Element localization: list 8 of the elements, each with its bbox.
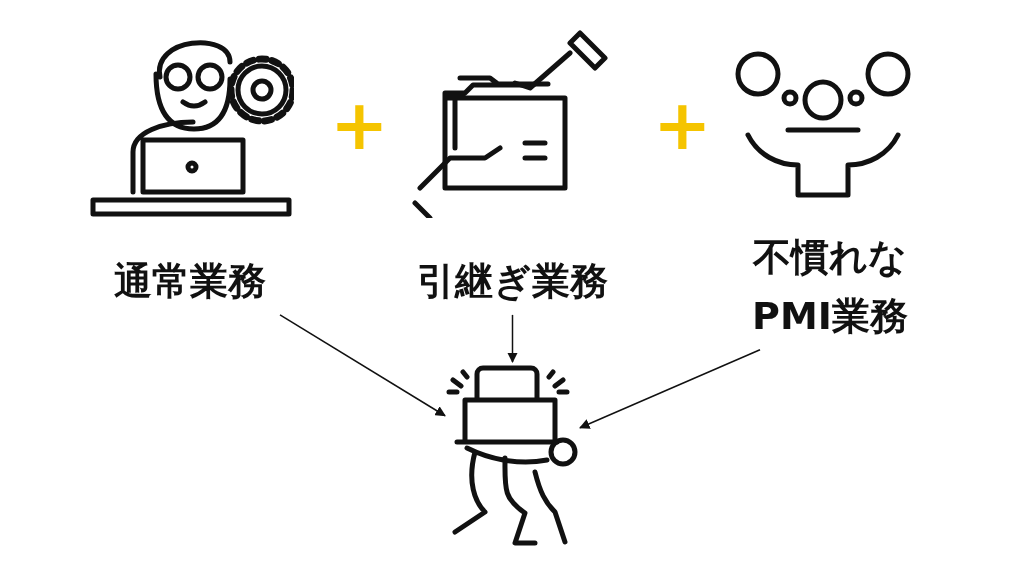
plus-sign: + xyxy=(653,90,712,160)
plus-sign: + xyxy=(330,90,389,160)
task-text: 不慣れなPMI業務 xyxy=(751,234,909,340)
task-text: 引継ぎ業務 xyxy=(416,258,609,305)
arrow xyxy=(507,314,518,364)
task-text: 通常業務 xyxy=(113,258,267,305)
arrow xyxy=(579,349,761,429)
arrow xyxy=(279,314,446,417)
